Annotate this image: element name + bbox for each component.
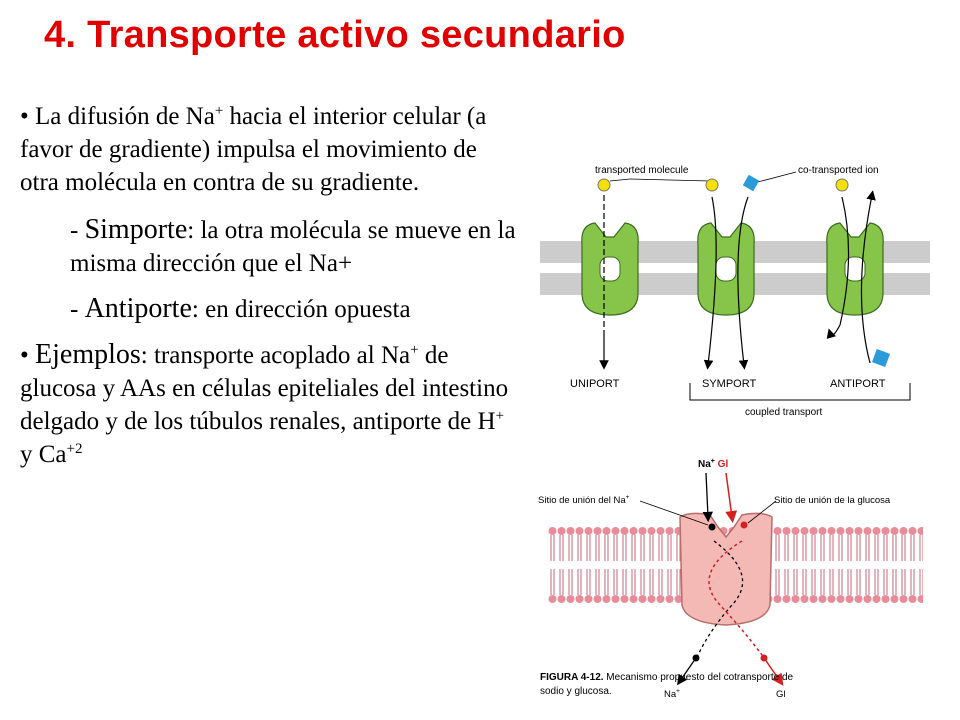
- sodium-glucose-cotransport-diagram: Na+ Gl Sitio de unión del Na+ Sitio de u…: [538, 458, 923, 700]
- simporte-term: Simporte: [84, 214, 188, 245]
- colon: :: [140, 342, 148, 369]
- label-symport: SYMPORT: [702, 378, 756, 390]
- label-transported-molecule: transported molecule: [595, 165, 689, 176]
- dash: -: [70, 296, 85, 323]
- label-uniport: UNIPORT: [570, 378, 620, 390]
- transported-molecule-icon: [705, 178, 719, 192]
- page-title: 4. Transporte activo secundario: [44, 14, 626, 56]
- colon: :: [187, 217, 195, 244]
- superscript: +: [495, 408, 505, 424]
- transported-molecule-icon: [835, 178, 849, 192]
- figure-caption-line2: sodio y glucosa.: [540, 686, 612, 697]
- dash: -: [70, 217, 85, 244]
- antiporte-desc: en dirección opuesta: [198, 296, 411, 323]
- superscript: +2: [66, 441, 83, 457]
- simporte-item: - Simporte: la otra molécula se mueve en…: [70, 213, 520, 280]
- antiporte-term: Antiporte: [84, 293, 192, 324]
- cotransported-ion-icon: [742, 174, 760, 192]
- cotransported-ion-icon: [872, 349, 890, 367]
- label-na-gl-top: Na+ Gl: [698, 458, 728, 470]
- label-na-bottom: Na+: [664, 688, 680, 700]
- bullet-examples: • Ejemplos: transporte acoplado al Na+ d…: [20, 338, 520, 471]
- label-na-binding-site: Sitio de unión del Na+: [538, 494, 630, 506]
- label-gl-bottom: Gl: [776, 689, 786, 700]
- examples-text: y Ca: [20, 441, 67, 468]
- transport-types-diagram: transported molecule co-transported ion …: [540, 165, 930, 418]
- label-cotransported-ion: co-transported ion: [798, 165, 879, 176]
- bullet-na-diffusion: • La difusión de Na+ hacia el interior c…: [20, 100, 520, 199]
- figure-caption-line1: FIGURA 4-12. Mecanismo propuesto del cot…: [540, 672, 794, 683]
- uniport-carrier: [581, 178, 639, 370]
- glucose-binding-dot: [740, 521, 748, 529]
- na-binding-dot: [708, 523, 716, 531]
- label-coupled-transport: coupled transport: [745, 407, 822, 418]
- superscript: +: [410, 342, 419, 358]
- glucose-path: [708, 540, 763, 656]
- examples-text: transporte acoplado al Na: [147, 342, 411, 369]
- examples-text: de glucosa y AAs en células epiteliales …: [20, 342, 509, 435]
- text-column: • La difusión de Na+ hacia el interior c…: [20, 100, 520, 485]
- transported-molecule-icon: [597, 178, 611, 192]
- bullet-marker: •: [20, 342, 29, 369]
- antiport-carrier: [826, 178, 890, 367]
- bullet-text: hacia el interior celular (a favor de gr…: [20, 103, 487, 196]
- superscript: +: [214, 103, 224, 119]
- label-glucose-binding-site: Sitio de unión de la glucosa: [774, 495, 891, 506]
- simporte-desc: la otra molécula se mueve en la misma di…: [70, 217, 516, 277]
- na-path: [697, 540, 744, 656]
- label-antiport: ANTIPORT: [830, 378, 886, 390]
- colon: :: [191, 296, 199, 323]
- antiporte-item: - Antiporte: en dirección opuesta: [70, 292, 520, 326]
- examples-term: Ejemplos: [35, 339, 141, 370]
- bullet-text: La difusión de Na: [28, 103, 215, 130]
- bullet-marker: •: [20, 103, 29, 130]
- symport-carrier: [697, 174, 760, 370]
